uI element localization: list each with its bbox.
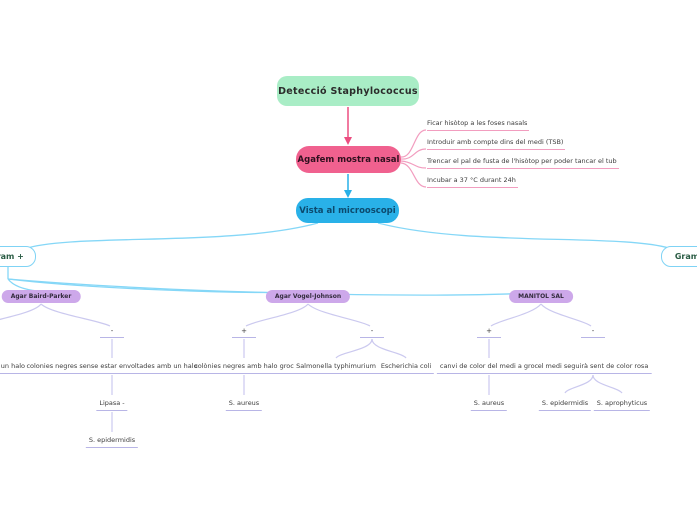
node-gram-negative[interactable]: Gram - <box>661 246 697 267</box>
node-gram-positive[interactable]: Gram + <box>0 246 36 267</box>
leaf-s-epidermidis-baird[interactable]: S. epidermidis <box>85 436 139 448</box>
vogel-plus-result[interactable]: colònies negres amb halo groc <box>191 362 297 374</box>
leaf-s-aureus-manitol[interactable]: S. aureus <box>470 399 508 411</box>
node-manitol-sal[interactable]: MANITOL SAL <box>509 290 573 303</box>
vogel-minus-result-escherichia[interactable]: Escherichia coli <box>377 362 435 374</box>
node-root[interactable]: Detecció Staphylococcus <box>277 76 419 106</box>
step-2[interactable]: Introduir amb compte dins del medi (TSB) <box>427 138 566 150</box>
gram-positive-label: Gram + <box>0 252 24 261</box>
baird-minus-result[interactable]: colonies negres sense estar envoltades a… <box>23 362 201 374</box>
node-sample[interactable]: Agafem mostra nasal <box>296 146 401 173</box>
step-3[interactable]: Trencar el pal de fusta de l'hisòtop per… <box>427 157 619 169</box>
leaf-lipasa[interactable]: Lipasa - <box>96 399 128 411</box>
vogel-plus-sign[interactable]: + <box>232 327 256 338</box>
gram-negative-label: Gram - <box>674 252 697 261</box>
leaf-s-aureus-vogel[interactable]: S. aureus <box>225 399 263 411</box>
manitol-minus-result[interactable]: el medi seguirà sent de color rosa <box>534 362 652 374</box>
leaf-s-aprophyticus[interactable]: S. aprophyticus <box>593 399 651 411</box>
vogel-minus-sign[interactable]: - <box>360 327 384 338</box>
manitol-minus-sign[interactable]: - <box>581 327 605 338</box>
leaf-s-epidermidis-manitol[interactable]: S. epidermidis <box>538 399 592 411</box>
vogel-minus-result-salmonella[interactable]: Salmonella typhimurium <box>293 362 379 374</box>
node-microscope-label: Vista al microoscopi <box>299 205 396 216</box>
node-sample-label: Agafem mostra nasal <box>297 154 400 165</box>
node-agar-vogel-johnson[interactable]: Agar Vogel-Johnson <box>265 290 351 303</box>
node-root-label: Detecció Staphylococcus <box>278 85 418 97</box>
step-4[interactable]: Incubar a 37 °C durant 24h <box>427 176 518 188</box>
node-agar-baird-parker[interactable]: Agar Baird-Parker <box>1 290 81 303</box>
baird-plus-result[interactable]: colònies negres amb un halo <box>0 362 28 374</box>
manitol-plus-result[interactable]: canvi de color del medi a groc <box>436 362 542 374</box>
step-1[interactable]: Ficar hisòtop a les foses nasals <box>427 119 530 131</box>
manitol-plus-sign[interactable]: + <box>477 327 501 338</box>
node-microscope[interactable]: Vista al microoscopi <box>296 198 399 223</box>
baird-minus-sign[interactable]: - <box>100 327 124 338</box>
